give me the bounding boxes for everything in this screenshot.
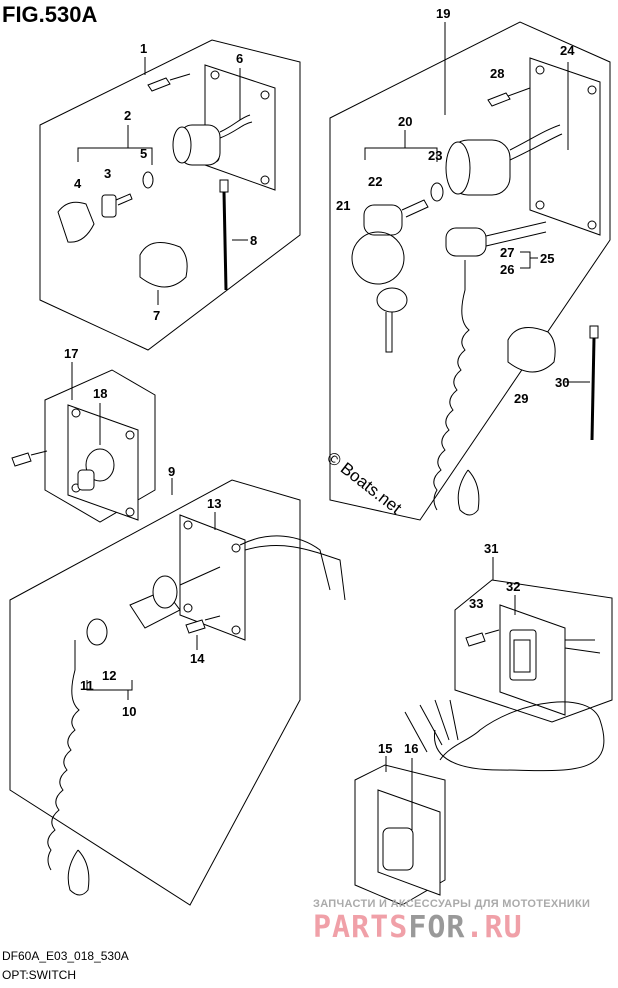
group-box-17 xyxy=(44,369,156,523)
callout-22: 22 xyxy=(368,174,382,189)
emergency-stop-switch-10 xyxy=(47,514,346,896)
group-box-31 xyxy=(454,579,613,723)
screw-1 xyxy=(147,73,191,92)
washer-23 xyxy=(430,182,444,202)
callout-12: 12 xyxy=(102,668,116,683)
callout-18: 18 xyxy=(93,386,107,401)
switch-16 xyxy=(377,699,605,896)
callout-20: 20 xyxy=(398,114,412,129)
callout-13: 13 xyxy=(207,496,221,511)
key-3 xyxy=(101,193,133,218)
callout-23: 23 xyxy=(428,148,442,163)
emergency-stop-switch-25 xyxy=(433,221,547,516)
callout-31: 31 xyxy=(484,541,498,556)
screw-14 xyxy=(185,615,221,634)
callout-4: 4 xyxy=(74,176,82,191)
screw-28 xyxy=(487,87,531,107)
choke-switch-18 xyxy=(67,404,139,521)
brand-part-b: FOR xyxy=(408,910,466,945)
callout-28: 28 xyxy=(490,66,504,81)
cable-tie-30 xyxy=(589,325,599,441)
screw-33 xyxy=(465,629,500,647)
key-switch-1 xyxy=(172,64,276,191)
brand-part-a: PARTS xyxy=(313,910,409,945)
figure-title: FIG.530A xyxy=(2,2,98,27)
watermark-tagline: ЗАПЧАСТИ И АКСЕССУАРЫ ДЛЯ МОТОТЕХНИКИ xyxy=(313,898,591,910)
callout-15: 15 xyxy=(378,741,392,756)
callout-19: 19 xyxy=(436,6,450,21)
brand-part-c: .RU xyxy=(465,910,523,945)
group-box-1 xyxy=(39,39,301,351)
callout-8: 8 xyxy=(250,233,257,248)
callout-27: 27 xyxy=(500,245,514,260)
callout-3: 3 xyxy=(104,166,111,181)
callout-5: 5 xyxy=(140,146,147,161)
watermark-brand: PARTSFOR.RU xyxy=(313,910,523,945)
callout-30: 30 xyxy=(555,375,569,390)
callout-labels: 1 2 3 4 5 6 7 8 9 10 11 12 13 14 15 16 1… xyxy=(64,6,575,756)
callout-7: 7 xyxy=(153,308,160,323)
callout-21: 21 xyxy=(336,198,350,213)
callout-17: 17 xyxy=(64,346,78,361)
callout-6: 6 xyxy=(236,51,243,66)
callout-32: 32 xyxy=(506,579,520,594)
callout-14: 14 xyxy=(190,651,205,666)
callout-1: 1 xyxy=(140,41,147,56)
cable-tie-8 xyxy=(219,179,229,291)
switch-32 xyxy=(499,604,601,716)
key-cap-4 xyxy=(57,201,95,243)
group-box-15 xyxy=(354,764,446,906)
group-box-9 xyxy=(9,479,301,906)
group-box-19 xyxy=(329,21,611,521)
callout-11: 11 xyxy=(80,678,94,693)
callout-33: 33 xyxy=(469,596,483,611)
callout-9: 9 xyxy=(168,464,175,479)
callout-10: 10 xyxy=(122,704,136,719)
figure-category: OPT:SWITCH xyxy=(2,968,76,982)
key-switch-20 xyxy=(445,57,601,236)
callout-29: 29 xyxy=(514,391,528,406)
callout-16: 16 xyxy=(404,741,418,756)
callout-26: 26 xyxy=(500,262,514,277)
plug-7 xyxy=(139,242,188,288)
washer-5 xyxy=(142,171,154,189)
screw-17 xyxy=(11,450,48,467)
callout-24: 24 xyxy=(560,43,575,58)
figure-code: DF60A_E03_018_530A xyxy=(2,949,129,963)
key-22 xyxy=(351,199,429,353)
leader-lines xyxy=(71,22,590,830)
plug-29 xyxy=(507,327,556,373)
callout-25: 25 xyxy=(540,251,554,266)
callout-2: 2 xyxy=(124,108,131,123)
